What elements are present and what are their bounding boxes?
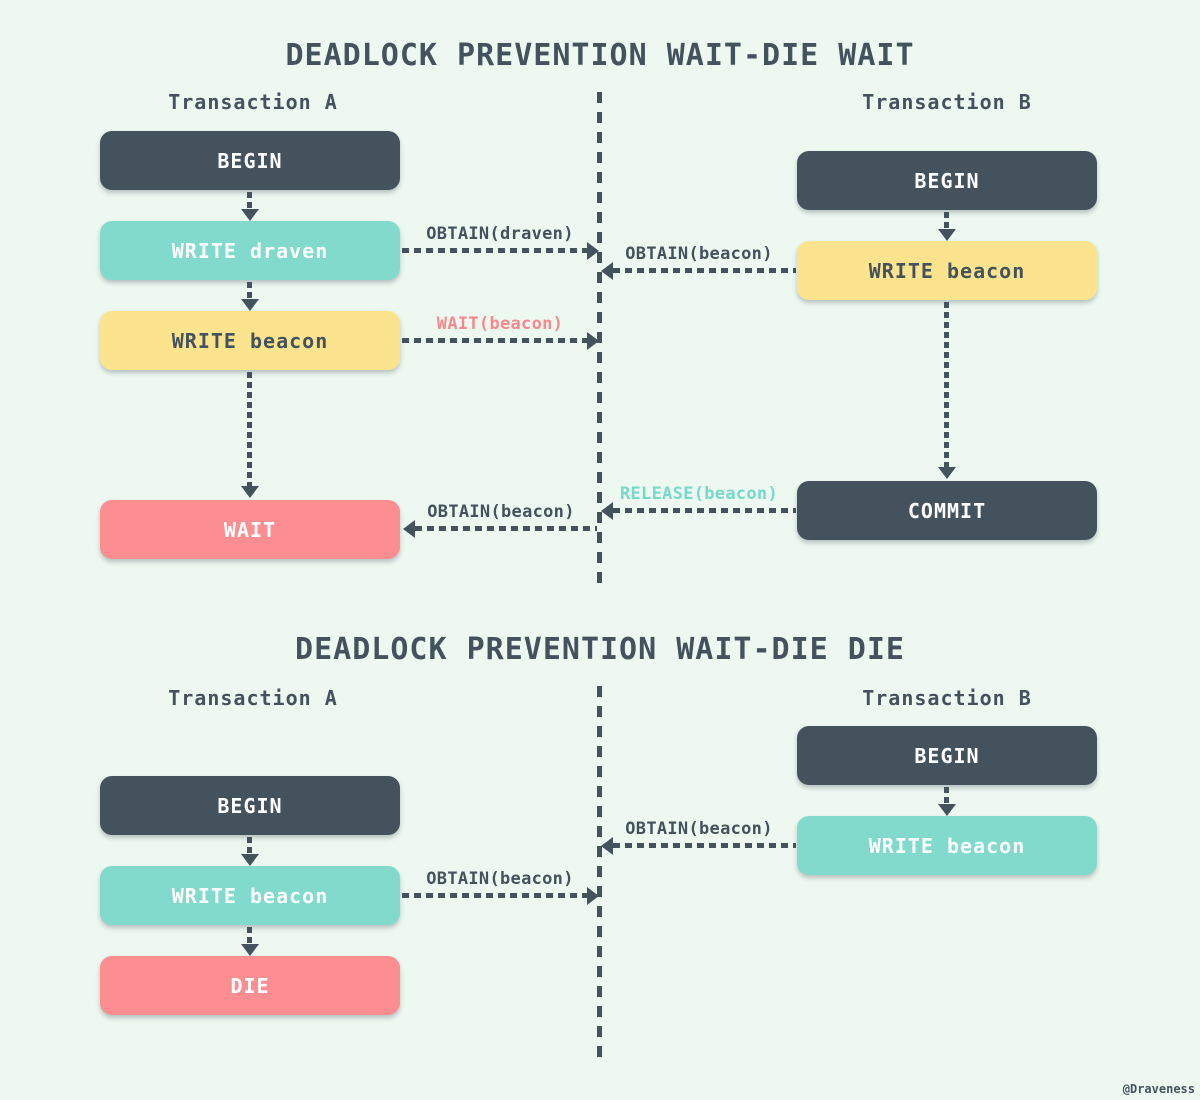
d1-b-commit-label: COMMIT — [907, 498, 987, 523]
d1-obtain-beacon-wait-arrow — [403, 519, 597, 538]
d1-b-write-beacon-label: WRITE beacon — [868, 258, 1026, 283]
d1-b-write-beacon-node: WRITE beacon — [797, 241, 1097, 300]
diagram2-transaction-b-header: Transaction B — [862, 686, 1032, 710]
d1-obtain-beacon-b-label: OBTAIN(beacon) — [625, 244, 773, 264]
d2-b-begin-node: BEGIN — [797, 726, 1097, 785]
d1-a-write-draven-label: WRITE draven — [171, 238, 329, 263]
d1-obtain-beacon-wait-label: OBTAIN(beacon) — [427, 502, 575, 522]
diagram1-title: DEADLOCK PREVENTION WAIT-DIE WAIT — [285, 38, 915, 73]
d1-a-flow-arrow-1 — [240, 192, 259, 221]
d2-b-write-beacon-label: WRITE beacon — [868, 833, 1026, 858]
diagram1-transaction-a-header: Transaction A — [168, 90, 338, 114]
d2-obtain-beacon-b-arrow — [601, 836, 796, 855]
d2-a-flow-arrow-2 — [240, 927, 259, 956]
d1-wait-beacon-arrow — [402, 331, 599, 350]
d1-a-write-draven-node: WRITE draven — [100, 221, 400, 280]
d1-obtain-beacon-b-arrow — [601, 261, 796, 280]
d2-a-begin-node: BEGIN — [100, 776, 400, 835]
d2-b-write-beacon-node: WRITE beacon — [797, 816, 1097, 875]
d1-a-write-beacon-label: WRITE beacon — [171, 328, 329, 353]
d1-wait-beacon-label: WAIT(beacon) — [436, 314, 564, 334]
d1-b-begin-node: BEGIN — [797, 151, 1097, 210]
d2-a-flow-arrow-1 — [240, 837, 259, 866]
diagram1-transaction-b-header: Transaction B — [862, 90, 1032, 114]
d1-a-begin-node: BEGIN — [100, 131, 400, 190]
d1-a-wait-label: WAIT — [223, 517, 277, 542]
d2-b-begin-label: BEGIN — [914, 743, 980, 768]
d2-a-die-node: DIE — [100, 956, 400, 1015]
credit-text: @Draveness — [1122, 1082, 1195, 1096]
d2-a-write-beacon-node: WRITE beacon — [100, 866, 400, 925]
d1-a-write-beacon-node: WRITE beacon — [100, 311, 400, 370]
d1-release-beacon-label: RELEASE(beacon) — [619, 484, 779, 504]
diagram2-transaction-a-header: Transaction A — [168, 686, 338, 710]
d2-a-write-beacon-label: WRITE beacon — [171, 883, 329, 908]
d2-obtain-beacon-b-label: OBTAIN(beacon) — [625, 819, 773, 839]
d1-obtain-draven-arrow — [402, 241, 599, 260]
d1-b-begin-label: BEGIN — [914, 168, 980, 193]
d1-release-beacon-arrow — [601, 501, 796, 520]
d1-a-flow-arrow-3 — [240, 372, 259, 498]
diagram2-title: DEADLOCK PREVENTION WAIT-DIE DIE — [295, 632, 905, 667]
d1-b-commit-node: COMMIT — [797, 481, 1097, 540]
d1-a-begin-label: BEGIN — [217, 148, 283, 173]
d1-a-flow-arrow-2 — [240, 282, 259, 311]
d2-obtain-beacon-a-arrow — [402, 886, 599, 905]
d2-a-begin-label: BEGIN — [217, 793, 283, 818]
d1-obtain-draven-label: OBTAIN(draven) — [426, 224, 574, 244]
d1-b-flow-arrow-1 — [937, 212, 956, 241]
d1-b-flow-arrow-2 — [937, 302, 956, 479]
diagram2-lifeline — [597, 686, 602, 1060]
d2-b-flow-arrow-1 — [937, 787, 956, 816]
diagram1-lifeline — [597, 92, 602, 583]
d2-obtain-beacon-a-label: OBTAIN(beacon) — [426, 869, 574, 889]
d2-a-die-label: DIE — [230, 973, 270, 998]
d1-a-wait-node: WAIT — [100, 500, 400, 559]
